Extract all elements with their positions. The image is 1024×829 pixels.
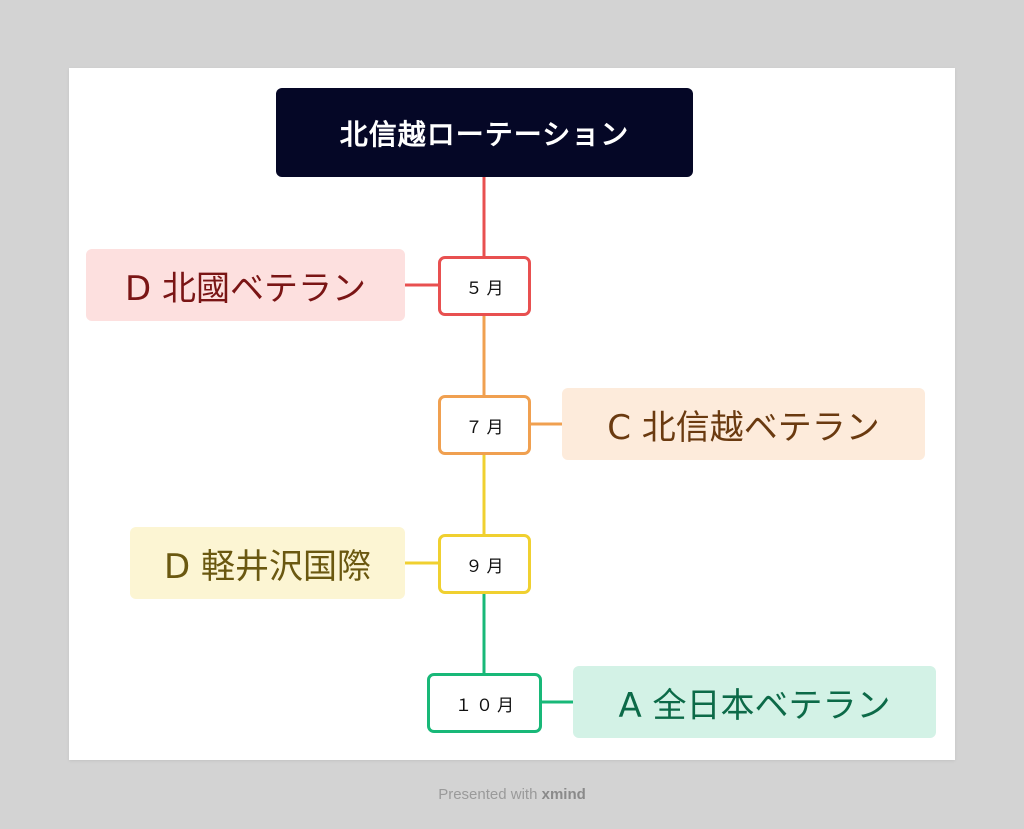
tournament-label-july[interactable]: C 北信越ベテラン	[562, 388, 925, 460]
tournament-label-text: A 全日本ベテラン	[618, 685, 891, 726]
tournament-label-may[interactable]: D 北國ベテラン	[86, 249, 405, 321]
xmind-logo: xmind	[541, 786, 586, 803]
month-node-july[interactable]: ７月	[438, 395, 531, 455]
month-node-october[interactable]: １０月	[427, 673, 542, 733]
root-topic[interactable]: 北信越ローテーション	[276, 88, 693, 177]
footer-credit: Presented with xmind	[0, 786, 1024, 803]
month-node-september[interactable]: ９月	[438, 534, 531, 594]
tournament-label-text: D 北國ベテラン	[125, 268, 366, 309]
footer-prefix: Presented with	[438, 786, 538, 803]
tournament-label-text: D 軽井沢国際	[164, 546, 371, 587]
tournament-label-september[interactable]: D 軽井沢国際	[130, 527, 405, 599]
month-label: ９月	[465, 556, 508, 577]
month-label: ５月	[465, 278, 508, 299]
month-label: １０月	[455, 695, 518, 716]
tournament-label-october[interactable]: A 全日本ベテラン	[573, 666, 936, 738]
month-node-may[interactable]: ５月	[438, 256, 531, 316]
tournament-label-text: C 北信越ベテラン	[607, 407, 880, 448]
month-label: ７月	[465, 417, 508, 438]
root-topic-title: 北信越ローテーション	[339, 117, 630, 151]
